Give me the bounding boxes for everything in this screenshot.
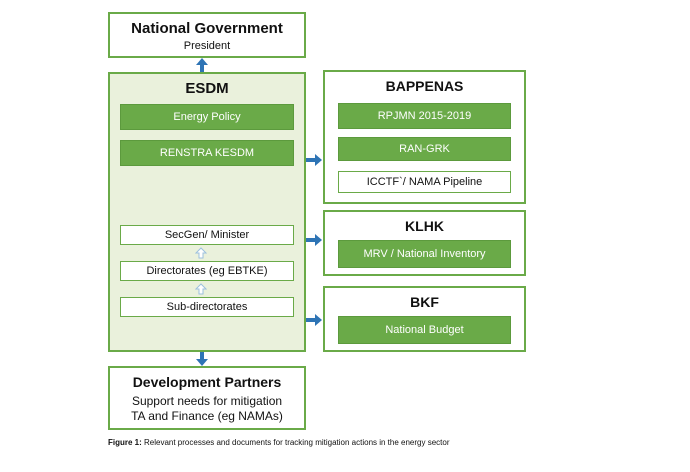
klhk-title: KLHK <box>405 218 444 234</box>
esdm-sub-directorates: Sub-directorates <box>120 297 294 317</box>
hollow-arrow-up-icon <box>195 283 207 295</box>
arrow-right-to-bkf-icon <box>306 314 322 326</box>
bappenas-icctf-nama-pipeline: ICCTF`/ NAMA Pipeline <box>338 171 511 193</box>
national-government-subtitle: President <box>183 40 231 52</box>
figure-caption-label: Figure 1: <box>108 438 142 447</box>
arrow-up-to-national-icon <box>196 58 208 72</box>
esdm-policy-energy-policy: Energy Policy <box>120 104 294 130</box>
development-partners-line2: TA and Finance (eg NAMAs) <box>131 409 283 423</box>
figure-caption-text: Relevant processes and documents for tra… <box>141 438 450 447</box>
bappenas-rpjmn: RPJMN 2015-2019 <box>338 103 511 129</box>
bappenas-title: BAPPENAS <box>385 78 464 94</box>
bappenas-ran-grk: RAN-GRK <box>338 137 511 161</box>
esdm-policy-renstra: RENSTRA KESDM <box>120 140 294 166</box>
national-government-title: National Government <box>131 20 283 37</box>
klhk-mrv-national-inventory: MRV / National Inventory <box>338 240 511 268</box>
development-partners-box: Development Partners Support needs for m… <box>108 366 306 430</box>
development-partners-line1: Support needs for mitigation <box>131 394 283 408</box>
national-government-box: National Government President <box>108 12 306 58</box>
esdm-secgen-minister: SecGen/ Minister <box>120 225 294 245</box>
figure-caption: Figure 1: Relevant processes and documen… <box>108 438 450 447</box>
arrow-right-to-bappenas-icon <box>306 154 322 166</box>
hollow-arrow-up-icon <box>195 247 207 259</box>
development-partners-title: Development Partners <box>132 374 282 390</box>
bkf-national-budget: National Budget <box>338 316 511 344</box>
esdm-directorates: Directorates (eg EBTKE) <box>120 261 294 281</box>
bkf-title: BKF <box>410 294 439 310</box>
esdm-title: ESDM <box>185 80 229 97</box>
arrow-right-to-klhk-icon <box>306 234 322 246</box>
arrow-down-to-partners-icon <box>196 352 208 366</box>
